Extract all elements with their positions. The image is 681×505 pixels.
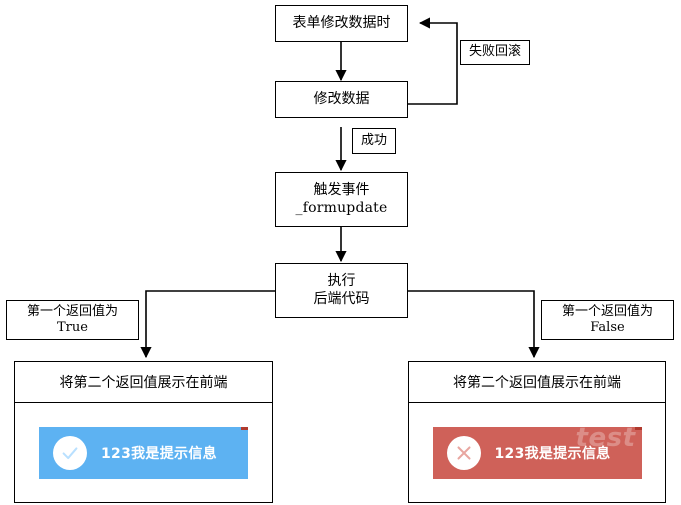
node-trigger-event-label-line2: _formupdate xyxy=(295,199,388,216)
node-modify-data-label: 修改数据 xyxy=(313,90,370,107)
edge-label-branch-true-line1: 第一个返回值为 xyxy=(26,303,118,319)
result-box-false-header-text: 将第二个返回值展示在前端 xyxy=(453,375,621,391)
node-run-backend[interactable]: 执行 后端代码 xyxy=(275,263,408,318)
result-box-true-header-text: 将第二个返回值展示在前端 xyxy=(59,375,228,391)
node-trigger-event-label-line1: 触发事件 xyxy=(313,182,370,198)
toast-corner-marker xyxy=(241,427,248,430)
edge-label-success-text: 成功 xyxy=(360,132,387,148)
result-box-true: 将第二个返回值展示在前端 123我是提示信息 xyxy=(14,361,273,503)
edge-label-branch-false-value: False xyxy=(590,320,625,335)
result-box-true-body: 123我是提示信息 xyxy=(15,403,272,503)
result-box-false-header: 将第二个返回值展示在前端 xyxy=(409,362,665,403)
node-form-modify-label: 表单修改数据时 xyxy=(292,14,391,31)
error-toast[interactable]: test 123我是提示信息 xyxy=(432,427,642,479)
edge-label-rollback-text: 失败回滚 xyxy=(468,44,521,60)
node-form-modify[interactable]: 表单修改数据时 xyxy=(275,5,408,42)
edge-label-branch-false-line1: 第一个返回值为 xyxy=(561,303,653,319)
edge-label-rollback: 失败回滚 xyxy=(460,40,530,65)
node-trigger-event[interactable]: 触发事件 _formupdate xyxy=(275,172,408,227)
edge-rollback-loop xyxy=(408,17,458,105)
node-run-backend-label-line2: 后端代码 xyxy=(313,290,370,307)
edge-label-branch-false: 第一个返回值为 False xyxy=(541,300,674,340)
success-toast[interactable]: 123我是提示信息 xyxy=(39,427,248,479)
edge-label-branch-true-value: True xyxy=(57,320,88,335)
node-run-backend-label-line1: 执行 xyxy=(327,273,356,289)
result-box-true-header: 将第二个返回值展示在前端 xyxy=(15,362,272,403)
cross-circle-icon xyxy=(446,436,481,470)
edge-label-success: 成功 xyxy=(352,128,396,154)
edge-backend-true-branch xyxy=(140,290,275,359)
error-toast-message: 123我是提示信息 xyxy=(494,446,611,462)
edge-backend-false-branch xyxy=(408,290,540,359)
edge-label-branch-true: 第一个返回值为 True xyxy=(6,300,139,340)
node-modify-data[interactable]: 修改数据 xyxy=(275,81,408,118)
result-box-false: 将第二个返回值展示在前端 test 123我是提示信息 xyxy=(408,361,666,503)
toast-corner-marker xyxy=(634,427,642,430)
success-toast-message: 123我是提示信息 xyxy=(101,446,217,462)
check-circle-icon xyxy=(53,436,87,470)
result-box-false-body: test 123我是提示信息 xyxy=(409,403,665,503)
